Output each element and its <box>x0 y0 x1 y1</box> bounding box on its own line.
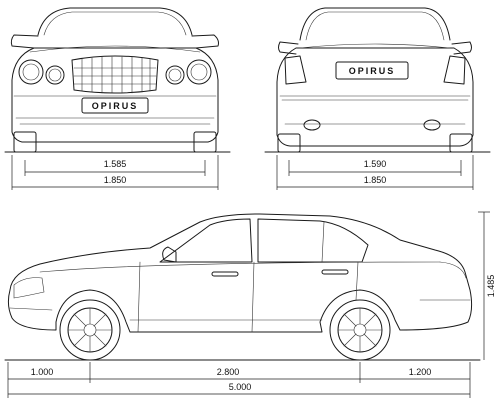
rear-dimensions: 1.590 1.850 <box>276 155 474 190</box>
front-view: OPIRUS <box>4 7 231 153</box>
length-label: 5.000 <box>229 382 252 392</box>
rear-overhang-label: 1.200 <box>409 367 432 377</box>
height-label: 1.485 <box>486 275 496 298</box>
rear-plate <box>335 61 409 80</box>
front-plate <box>81 97 149 114</box>
front-window <box>159 218 253 263</box>
rear-plate-text: OPIRUS <box>349 66 396 76</box>
front-plate-text: OPIRUS <box>92 101 139 111</box>
front-track-label: 1.585 <box>104 159 127 169</box>
wheelbase-label: 2.800 <box>217 367 240 377</box>
front-overhang-label: 1.000 <box>31 367 54 377</box>
side-view <box>4 213 481 361</box>
front-dimensions: 1.585 1.850 <box>11 155 219 190</box>
front-width-label: 1.850 <box>104 175 127 185</box>
rear-width-label: 1.850 <box>364 175 387 185</box>
rear-view: OPIRUS <box>264 7 491 153</box>
side-dimensions: 1.485 1.000 2.800 1.200 5.000 <box>7 211 496 398</box>
rear-track-label: 1.590 <box>364 159 387 169</box>
rear-window <box>257 218 369 263</box>
